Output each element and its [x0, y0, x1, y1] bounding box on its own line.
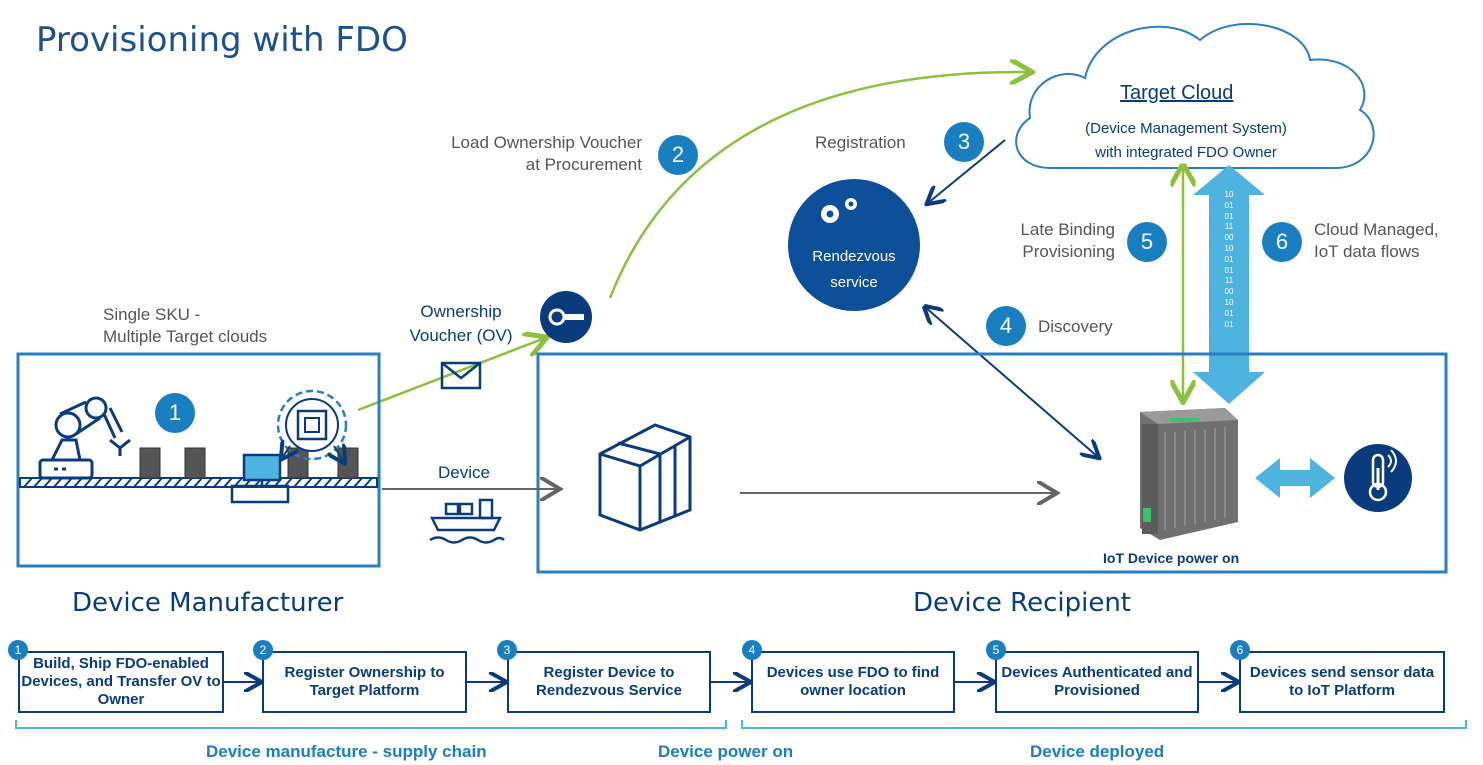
step-4-number: 4: [742, 640, 762, 660]
phase-supply-chain: Device manufacture - supply chain: [206, 742, 487, 761]
step-3-box: Register Device to Rendezvous Service: [507, 651, 711, 713]
step-6-box: Devices send sensor data to IoT Platform: [1239, 651, 1445, 713]
step-3-number: 3: [497, 640, 517, 660]
cloud-managed-label: Cloud Managed,IoT data flows: [1314, 220, 1439, 261]
phase-brackets: [15, 720, 1467, 729]
step-5-number: 5: [986, 640, 1006, 660]
badge-3: 3: [944, 122, 984, 162]
single-sku-label: Single SKU -Multiple Target clouds: [103, 305, 268, 346]
badge-5: 5: [1127, 222, 1167, 262]
step-1-number: 1: [8, 640, 28, 660]
step-5-box: Devices Authenticated and Provisioned: [995, 651, 1199, 713]
step-6-number: 6: [1230, 640, 1250, 660]
iot-device-icon: [1140, 408, 1238, 540]
recipient-box: [536, 352, 1448, 574]
cloud-line-2: with integrated FDO Owner: [1095, 144, 1277, 161]
rendezvous-line-2: service: [830, 274, 878, 291]
manufacturer-box: [16, 352, 381, 568]
device-label: Device: [438, 463, 490, 482]
sensor-data-arrow: [1255, 458, 1335, 498]
step-4-box: Devices use FDO to find owner location: [751, 651, 955, 713]
phase-power-on: Device power on: [658, 742, 794, 761]
rendezvous-line-1: Rendezvous: [812, 248, 896, 265]
cloud-line-1: (Device Management System): [1085, 120, 1287, 137]
package-icon: [598, 423, 692, 532]
manufacturer-heading: Device Manufacturer: [72, 588, 344, 618]
phase-deployed: Device deployed: [1030, 742, 1165, 761]
page-title: Provisioning with FDO: [36, 20, 408, 60]
target-cloud-shape: [1015, 22, 1375, 169]
badge-6: 6: [1262, 222, 1302, 262]
step-1-box: Build, Ship FDO-enabled Devices, and Tra…: [18, 651, 224, 713]
registration-label: Registration: [815, 133, 906, 152]
terminal-icon: [230, 453, 290, 504]
thermometer-icon: [1344, 444, 1412, 512]
discovery-label: Discovery: [1038, 317, 1113, 336]
data-flow-arrow: [1193, 165, 1265, 404]
ov-transfer-arrow: [357, 338, 545, 412]
robot-arm-icon: [38, 396, 131, 480]
ship-icon: [429, 498, 505, 544]
rendezvous-label: Rendezvous service: [798, 244, 910, 296]
registration-arrow: [928, 139, 1006, 203]
rendezvous-circle: [788, 179, 920, 311]
badge-1: 1: [155, 393, 195, 433]
step-2-number: 2: [253, 640, 273, 660]
cloud-title: Target Cloud: [1120, 82, 1234, 104]
badge-4: 4: [986, 306, 1026, 346]
envelope-icon: [440, 361, 482, 390]
badge-2: 2: [658, 135, 698, 175]
iot-power-on-label: IoT Device power on: [1103, 550, 1240, 566]
step-2-box: Register Ownership to Target Platform: [262, 651, 467, 713]
cloud-description: (Device Management System) with integrat…: [1070, 117, 1302, 165]
key-icon: [540, 291, 592, 343]
chip-icon: [276, 389, 348, 462]
recipient-heading: Device Recipient: [913, 588, 1131, 618]
load-ov-arrow: [608, 72, 1030, 299]
discovery-arrow: [925, 307, 1098, 457]
